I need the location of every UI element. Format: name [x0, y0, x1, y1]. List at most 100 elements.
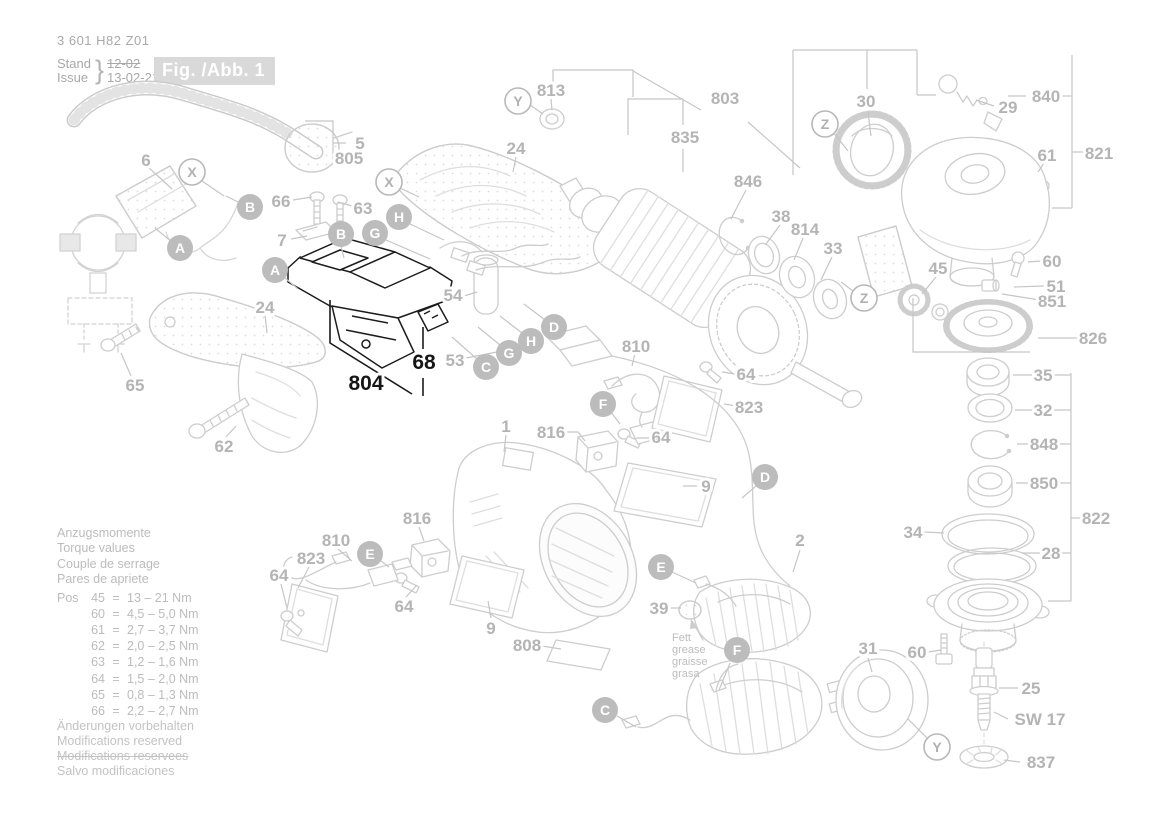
index-balloon-a: A [167, 235, 193, 261]
index-balloon-f: F [724, 637, 750, 663]
grease-note-line: graisse [672, 656, 707, 668]
svg-text:F: F [599, 396, 608, 412]
label-plates-drawing [449, 462, 717, 671]
part-label-24: 24 [507, 139, 526, 158]
index-balloon-a: A [262, 257, 288, 283]
part-label-840: 840 [1032, 87, 1060, 106]
part-label-813: 813 [537, 81, 565, 100]
index-balloon-b: B [328, 221, 354, 247]
part-label-804: 804 [348, 372, 383, 395]
index-balloon-g: G [496, 340, 522, 366]
part-label-33: 33 [824, 239, 843, 258]
part-label-826: 826 [1079, 329, 1107, 348]
part-label-64: 64 [737, 365, 756, 384]
svg-text:H: H [394, 209, 404, 225]
suppressor-53-drawing [545, 325, 791, 587]
bearing-flange-drawing [926, 578, 1050, 653]
index-balloon-f: F [590, 391, 616, 417]
svg-text:D: D [549, 319, 559, 335]
detent-parts-drawing [938, 74, 1003, 132]
index-balloon-g: G [362, 220, 388, 246]
index-balloon-y: Y [504, 87, 532, 115]
torque-equals: = [112, 687, 120, 702]
torque-value: 2,0 – 2,5 Nm [127, 639, 199, 654]
part-label-816: 816 [537, 423, 565, 442]
part-label-61: 61 [1038, 146, 1057, 165]
part-label-821: 821 [1085, 144, 1113, 163]
footer-note-de: Änderungen vorbehalten [57, 719, 194, 733]
svg-text:B: B [245, 199, 255, 215]
part-label-65: 65 [126, 376, 145, 395]
torque-row: 64=1,5 – 2,0 Nm [57, 671, 198, 687]
part-label-sw-17: SW 17 [1014, 710, 1065, 729]
svg-text:Y: Y [932, 739, 942, 755]
bearing-813-drawing [539, 108, 565, 130]
part-label-810: 810 [622, 337, 650, 356]
svg-text:F: F [733, 642, 742, 658]
revision-block: Stand Issue } 12-02 13-02-21 [57, 55, 159, 86]
part-label-66: 66 [272, 192, 291, 211]
index-balloon-h: H [518, 328, 544, 354]
part-number: 3 601 H82 Z01 [57, 33, 150, 48]
torque-value: 1,2 – 1,6 Nm [127, 655, 199, 670]
part-label-823: 823 [735, 398, 763, 417]
svg-text:C: C [600, 702, 610, 718]
index-balloon-y: Y [923, 733, 951, 761]
svg-text:A: A [270, 262, 280, 278]
field-stator-drawing [621, 575, 823, 755]
torque-equals: = [112, 704, 120, 719]
grease-note-line: Fett [672, 632, 691, 644]
handle-cover-drawing [148, 292, 326, 453]
torque-value: 0,8 – 1,3 Nm [127, 687, 199, 702]
torque-equals: = [112, 639, 120, 654]
washer-837-drawing [959, 745, 1009, 769]
issue-value: 13-02-21 [107, 69, 160, 85]
svg-text:Z: Z [860, 290, 869, 306]
document-number: 3 601 H82 Z01 [57, 33, 150, 48]
switch-assembly-drawing [287, 237, 453, 396]
part-label-34: 34 [904, 523, 923, 542]
svg-text:H: H [526, 333, 536, 349]
part-label-822: 822 [1082, 509, 1110, 528]
torque-part-number: 45 [91, 590, 105, 605]
index-balloon-b: B [237, 194, 263, 220]
index-balloon-z: Z [811, 110, 839, 138]
bearing-stack-drawing [966, 357, 1013, 508]
pinion-45-drawing [897, 283, 949, 321]
baffle-31-drawing [826, 649, 929, 751]
index-balloon-x: X [178, 158, 206, 186]
torque-part-number: 62 [91, 639, 105, 654]
torque-part-number: 66 [91, 704, 105, 719]
svg-text:D: D [760, 469, 770, 485]
torque-row: 65 = 0,8 – 1,3 Nm [57, 687, 199, 703]
brush-holder-bottom-drawing [394, 538, 451, 594]
torque-part-number: 65 [91, 687, 105, 702]
part-label-29: 29 [999, 98, 1018, 117]
part-label-54: 54 [444, 286, 463, 305]
seal-rings-drawing [941, 513, 1037, 585]
spindle-drawing [969, 641, 999, 763]
torque-equals: = [112, 606, 120, 621]
svg-text:X: X [384, 174, 394, 190]
index-balloon-c: C [592, 697, 618, 723]
svg-text:E: E [365, 546, 374, 562]
part-label-835: 835 [671, 128, 699, 147]
part-label-9: 9 [486, 619, 495, 638]
issue-label: Issue [57, 69, 89, 85]
part-label-62: 62 [215, 437, 234, 456]
part-label-30: 30 [857, 92, 876, 111]
part-label-846: 846 [734, 172, 762, 191]
torque-row: 66=2,2 – 2,7 Nm [57, 703, 198, 719]
part-label-848: 848 [1030, 435, 1058, 454]
part-label-7: 7 [277, 231, 286, 250]
part-label-68: 68 [412, 351, 436, 374]
part-label-25: 25 [1022, 679, 1041, 698]
torque-equals: = [112, 590, 120, 605]
part-label-808: 808 [513, 636, 541, 655]
figure-badge: Fig. /Abb. 1 [154, 57, 275, 85]
svg-text:A: A [175, 240, 185, 256]
footer-note-es: Salvo modificaciones [57, 764, 175, 778]
part-label-24: 24 [256, 298, 275, 317]
